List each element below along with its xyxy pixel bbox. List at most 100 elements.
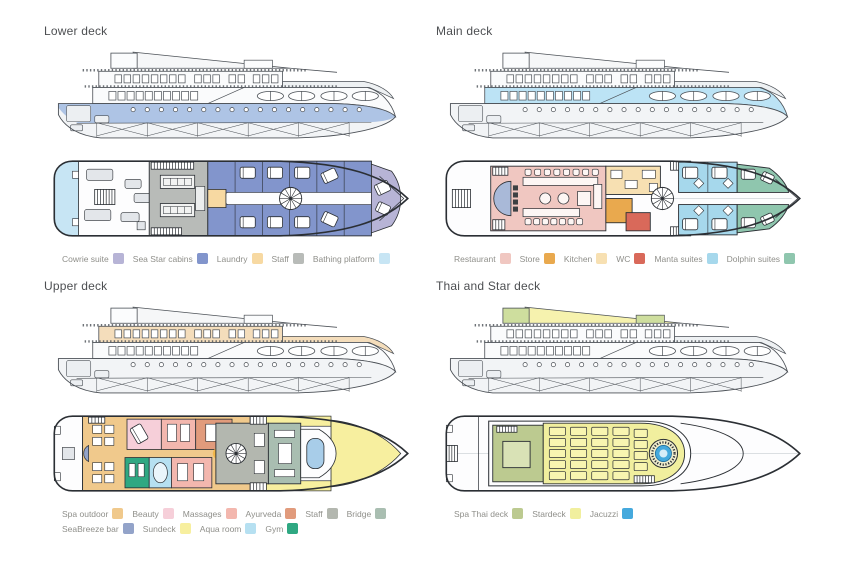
legend-label: Stardeck bbox=[532, 508, 566, 519]
region-massages bbox=[160, 418, 197, 450]
legend-label: Dolphin suites bbox=[726, 253, 781, 264]
legend-swatch bbox=[326, 508, 338, 519]
legend-main: Restaurant Store Kitchen WC Manta suites Dolp… bbox=[454, 253, 820, 264]
deck-section-upper: Upper deck Spa outdoor Beauty Massages Ayur… bbox=[36, 279, 432, 534]
legend-label: Cowrie suite bbox=[62, 253, 109, 264]
plan-drawing-main bbox=[445, 160, 801, 237]
legend-label: SeaBreeze bar bbox=[62, 523, 119, 534]
legend-swatch bbox=[512, 508, 524, 519]
region-laundry bbox=[207, 189, 227, 208]
legend-label: Manta suites bbox=[654, 253, 703, 264]
deck-title-main: Main deck bbox=[436, 24, 493, 38]
legend-label: Laundry bbox=[216, 253, 248, 264]
deck-plan-upper bbox=[36, 403, 432, 504]
legend-label: Staff bbox=[271, 253, 289, 264]
legend-swatch bbox=[112, 508, 124, 519]
region-seabreeze-bar bbox=[83, 444, 89, 463]
legend-swatch bbox=[784, 253, 796, 264]
legend-swatch bbox=[122, 523, 134, 534]
legend-item-dolphin: Dolphin suites bbox=[726, 253, 796, 264]
ship-profile-upper bbox=[36, 296, 432, 403]
legend-swatch bbox=[634, 253, 646, 264]
legend-label: WC bbox=[616, 253, 631, 264]
legend-item-spa_outdoor: Spa outdoor bbox=[62, 508, 124, 519]
plan-drawing-thai-star bbox=[445, 415, 801, 492]
region-cowrie-suite bbox=[371, 163, 402, 234]
legend-swatch bbox=[375, 508, 387, 519]
plan-drawing-lower bbox=[53, 160, 409, 237]
legend-swatch bbox=[292, 253, 304, 264]
legend-item-bathing: Bathing platform bbox=[313, 253, 390, 264]
windshield bbox=[306, 437, 325, 470]
legend-swatch bbox=[196, 253, 208, 264]
legend-item-beauty: Beauty bbox=[132, 508, 174, 519]
legend-swatch bbox=[287, 523, 299, 534]
legend-item-staff: Staff bbox=[305, 508, 338, 519]
legend-item-spa_thai: Spa Thai deck bbox=[454, 508, 524, 519]
legend-item-aqua: Aqua room bbox=[200, 523, 257, 534]
legend-label: Aqua room bbox=[199, 523, 242, 534]
ship-profile-main bbox=[428, 41, 824, 148]
legend-label: Staff bbox=[305, 508, 323, 519]
legend-label: Jacuzzi bbox=[589, 508, 619, 519]
legend-swatch bbox=[596, 253, 608, 264]
legend-label: Massages bbox=[182, 508, 222, 519]
deck-title-lower: Lower deck bbox=[44, 24, 108, 38]
legend-label: Spa Thai deck bbox=[454, 508, 509, 519]
legend-item-kitchen: Kitchen bbox=[563, 253, 608, 264]
deck-section-main: Main deck Restaurant Store Kitchen WC Manta … bbox=[428, 24, 824, 264]
deck-section-lower: Lower deck Cowrie suite Sea Star cabins La… bbox=[36, 24, 432, 264]
deck-section-thai-star: Thai and Star deck Spa Thai deck Stardeck… bbox=[428, 279, 824, 519]
legend-swatch bbox=[179, 523, 191, 534]
ship-profile-thai-star bbox=[428, 296, 824, 403]
legend-swatch bbox=[285, 508, 297, 519]
legend-item-seabreeze: SeaBreeze bar bbox=[62, 523, 134, 534]
legend-label: Spa outdoor bbox=[62, 508, 109, 519]
legend-label: Sundeck bbox=[142, 523, 176, 534]
legend-label: Restaurant bbox=[454, 253, 496, 264]
deck-title-upper: Upper deck bbox=[44, 279, 108, 293]
profile-drawing-main bbox=[449, 51, 789, 139]
legend-label: Beauty bbox=[132, 508, 159, 519]
region-gym bbox=[124, 457, 150, 489]
deck-plan-thai-star bbox=[428, 403, 824, 504]
profile-drawing-thai bbox=[449, 306, 789, 394]
legend-label: Store bbox=[519, 253, 540, 264]
legend-label: Kitchen bbox=[563, 253, 593, 264]
legend-swatch bbox=[251, 253, 263, 264]
legend-item-massages: Massages bbox=[183, 508, 237, 519]
region-wc bbox=[625, 212, 651, 232]
legend-item-staff: Staff bbox=[272, 253, 304, 264]
legend-swatch bbox=[569, 508, 581, 519]
profile-drawing-upper bbox=[57, 306, 397, 394]
legend-item-restaurant: Restaurant bbox=[454, 253, 511, 264]
legend-swatch bbox=[378, 253, 390, 264]
deck-plan-main bbox=[428, 148, 824, 249]
deck-plan-lower bbox=[36, 148, 432, 249]
legend-label: Sea Star cabins bbox=[132, 253, 193, 264]
legend-swatch bbox=[225, 508, 237, 519]
legend-swatch bbox=[245, 523, 257, 534]
legend-swatch bbox=[622, 508, 634, 519]
profile-drawing-lower bbox=[57, 51, 397, 139]
legend-item-ayurveda: Ayurveda bbox=[246, 508, 297, 519]
legend-item-cowrie: Cowrie suite bbox=[62, 253, 124, 264]
restaurant-bar bbox=[493, 180, 512, 217]
legend-swatch bbox=[543, 253, 555, 264]
deck-title-thai-star: Thai and Star deck bbox=[436, 279, 541, 293]
legend-item-stardeck: Stardeck bbox=[532, 508, 581, 519]
legend-item-bridge: Bridge bbox=[347, 508, 387, 519]
legend-item-jacuzzi: Jacuzzi bbox=[589, 508, 634, 519]
legend-swatch bbox=[162, 508, 174, 519]
legend-swatch bbox=[112, 253, 124, 264]
legend-item-gym: Gym bbox=[265, 523, 299, 534]
legend-item-laundry: Laundry bbox=[217, 253, 263, 264]
legend-item-store: Store bbox=[520, 253, 555, 264]
legend-upper: Spa outdoor Beauty Massages Ayurveda Staff Br… bbox=[62, 508, 428, 534]
legend-item-sundeck: Sundeck bbox=[143, 523, 191, 534]
legend-swatch bbox=[706, 253, 718, 264]
plan-drawing-upper bbox=[53, 415, 409, 492]
legend-swatch bbox=[499, 253, 511, 264]
legend-label: Ayurveda bbox=[245, 508, 282, 519]
